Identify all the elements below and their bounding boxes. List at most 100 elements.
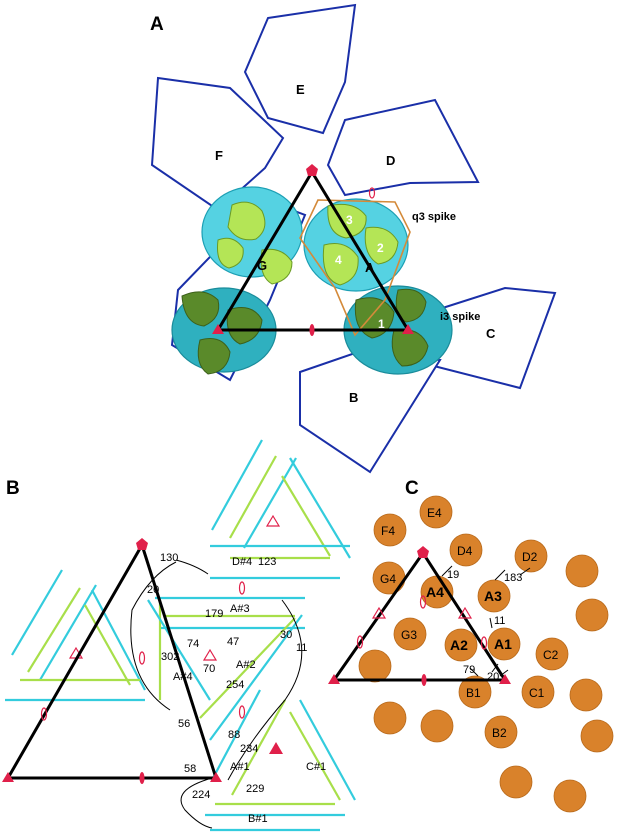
domain-d-outline <box>326 98 480 197</box>
strand-group-c1 <box>205 689 356 832</box>
triangle-outline-icon <box>371 606 387 619</box>
triangle-symbol-icon <box>212 324 224 334</box>
chain-label-a1: A#1 <box>230 761 250 773</box>
cluster-g <box>171 186 303 375</box>
ellipse-symbol-icon <box>421 674 427 686</box>
label-cluster-g: G <box>257 258 267 273</box>
panel-a: A E F D C B <box>150 3 557 474</box>
pentagon-icon <box>306 164 318 176</box>
ellipse-symbol-icon <box>356 635 364 649</box>
residue-number: 234 <box>240 743 258 755</box>
disk-label-g3: G3 <box>401 628 417 642</box>
chain-label-b1: B#1 <box>248 813 268 825</box>
subunit-4-label: 4 <box>335 253 342 267</box>
asymmetric-unit-outline <box>299 199 411 337</box>
residue-number: 254 <box>226 679 244 691</box>
residue-number: 74 <box>187 638 199 650</box>
disk-label-f4: F4 <box>381 524 395 538</box>
residue-number: 56 <box>178 718 190 730</box>
label-domain-f: F <box>215 148 223 163</box>
triangle-outline-icon <box>457 606 473 619</box>
contact-number: 11 <box>494 615 505 627</box>
triangle-outline-icon <box>202 648 218 661</box>
label-domain-e: E <box>296 82 305 97</box>
connector-curve <box>180 777 213 829</box>
chain-label-a2: A#2 <box>236 659 256 671</box>
residue-number: 302 <box>161 651 179 663</box>
chain-label-a3: A#3 <box>230 603 250 615</box>
panel-b: B <box>2 439 356 832</box>
contact-arrow <box>469 667 479 677</box>
contact-arrow <box>494 569 506 581</box>
triangle-symbol-icon <box>210 772 222 782</box>
disk-label-a3: A3 <box>484 588 502 604</box>
disk-label-b2: B2 <box>492 726 507 740</box>
label-domain-b: B <box>349 390 358 405</box>
contact-arrow <box>519 567 531 576</box>
triangle-filled-icon <box>269 742 283 754</box>
chain-label-c1: C#1 <box>306 761 326 773</box>
ellipse-symbol-icon <box>480 636 488 650</box>
ellipse-symbol-icon <box>139 772 145 784</box>
triangle-symbol-icon <box>402 324 414 334</box>
contact-number: 79 <box>463 664 475 676</box>
triangle-symbol-icon <box>328 674 340 684</box>
disk-label-a4: A4 <box>426 584 444 600</box>
ellipse-symbol-icon <box>138 651 146 665</box>
panel-c-triangle <box>331 550 508 682</box>
contact-number: 183 <box>504 572 522 584</box>
ellipse-symbol-icon <box>238 581 246 595</box>
residue-number: 179 <box>205 608 223 620</box>
contact-number: 19 <box>447 569 459 581</box>
disk-label-c1: C1 <box>529 686 545 700</box>
panel-b-letter: B <box>6 478 20 499</box>
panel-b-triangle <box>6 541 219 780</box>
connector-curve <box>130 561 177 711</box>
triangle-outline-icon <box>265 514 281 527</box>
chain-label-a4: A#4 <box>173 671 193 683</box>
label-cluster-a: A <box>365 260 375 275</box>
residue-number: 130 <box>160 552 178 564</box>
disk-label-a1: A1 <box>494 636 512 652</box>
strand-group-left <box>5 569 146 702</box>
disk-label-a2: A2 <box>450 637 468 653</box>
disk-label-d2: D2 <box>522 550 538 564</box>
ellipse-symbol-icon <box>238 705 246 719</box>
residue-number: 20 <box>147 584 159 596</box>
q3-spike-label: q3 spike <box>412 211 456 223</box>
residue-number: 70 <box>203 663 215 675</box>
ellipse-symbol-icon <box>419 595 427 609</box>
ellipse-symbol-icon <box>309 324 315 336</box>
residue-number: 123 <box>258 556 276 568</box>
subunit-3-label: 3 <box>346 213 353 227</box>
disk-label-g4: G4 <box>380 572 396 586</box>
connector-curve <box>175 559 209 575</box>
disk-label-e4: E4 <box>427 506 442 520</box>
pentagon-icon <box>417 546 429 558</box>
subunit-2-label: 2 <box>377 241 384 255</box>
strand-group-center <box>147 596 305 741</box>
triangle-symbol-icon <box>499 674 511 684</box>
contact-arrow <box>489 617 493 629</box>
disk-label-d4: D4 <box>457 544 473 558</box>
disk-label-c2: C2 <box>543 648 559 662</box>
i3-spike-label: i3 spike <box>440 311 480 323</box>
residue-number: 88 <box>228 729 240 741</box>
chain-label-d4: D#4 <box>232 556 252 568</box>
label-domain-c: C <box>486 326 496 341</box>
panel-c: C <box>328 478 614 813</box>
residue-number: 229 <box>246 783 264 795</box>
domain-f-outline <box>150 76 285 212</box>
panel-a-letter: A <box>150 14 164 35</box>
residue-number: 11 <box>296 642 307 654</box>
contact-arrow <box>491 663 499 673</box>
residue-number: 58 <box>184 763 196 775</box>
triangle-symbol-icon <box>2 772 14 782</box>
cluster-a <box>303 198 453 375</box>
subunit-1-label: 1 <box>378 317 385 331</box>
domain-b-outline <box>299 350 442 474</box>
ellipse-symbol-icon <box>40 707 48 721</box>
connector-curve <box>227 599 303 781</box>
panel-c-letter: C <box>405 478 419 499</box>
